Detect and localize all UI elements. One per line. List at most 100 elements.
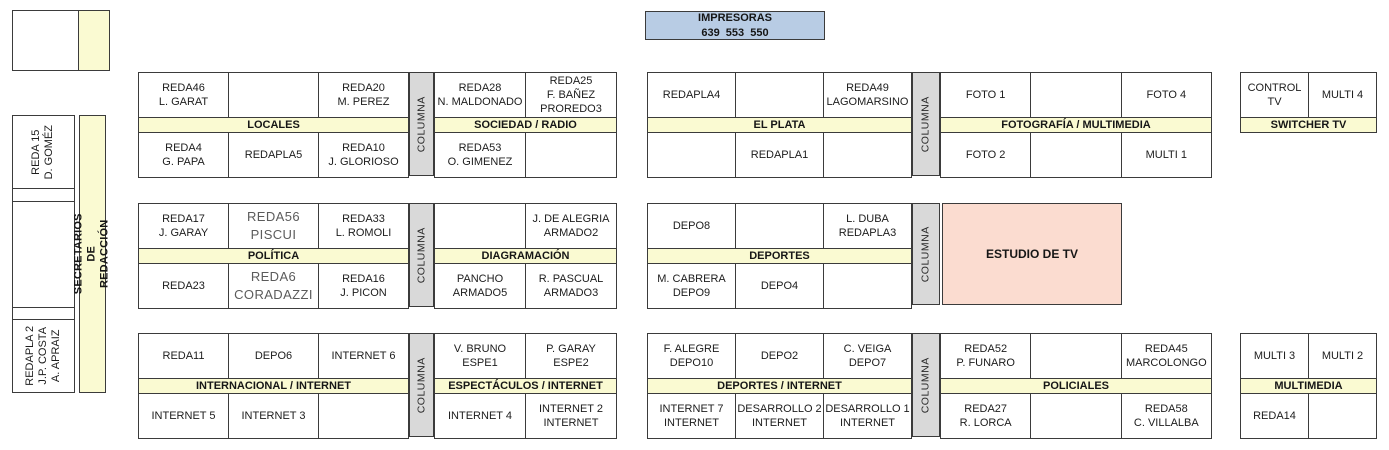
desk-cell: C. VEIGA DEPO7 (823, 334, 911, 378)
desk-cell: FOTO 4 (1120, 73, 1211, 117)
desk-cell: R. PASCUAL ARMADO3 (525, 264, 616, 308)
sidebar-divider-cell (13, 188, 74, 201)
section-band-deportes: DEPORTES (648, 248, 911, 264)
desk-cell: REDA27 R. LORCA (959, 402, 1012, 429)
desk-cell: F. ALEGRE DEPO10 (663, 342, 720, 369)
section-band-locales: LOCALES (139, 117, 408, 133)
desk-cell: MULTI 4 (1308, 73, 1376, 117)
sidebar-desk-blank (13, 201, 74, 307)
desk-row: REDA52 P. FUNARO REDA45 MARCOLONGO (941, 334, 1211, 378)
desk-row: INTERNET 4 INTERNET 2 INTERNET (435, 394, 616, 438)
columna-strip: COLUMNA (912, 203, 940, 305)
desk-cell: INTERNET 5 (151, 409, 216, 422)
estudio-de-tv-label: ESTUDIO DE TV (985, 247, 1078, 261)
desk-cell: L. DUBA REDAPLA3 (823, 204, 911, 248)
sidebar-desk-redapla2-label: REDAPLA 2 J.P. COSTA A. APRAIZ (23, 326, 63, 386)
secretarios-label: SECRETARIOS DE REDACCIÓN (72, 213, 112, 295)
desk-cell: P. GARAY ESPE2 (525, 334, 616, 378)
desk-cell: INTERNET 4 (448, 409, 512, 422)
desk-cell: M. CABRERA DEPO9 (657, 272, 726, 299)
section-band-policiales: POLICIALES (941, 378, 1211, 394)
columna-strip-label: COLUMNA (415, 95, 428, 153)
desk-cell (1030, 394, 1120, 438)
columna-strip: COLUMNA (409, 72, 434, 176)
desk-cell: INTERNET 7 INTERNET (659, 402, 724, 429)
desk-cell: REDA25 F. BAÑEZ PROREDO3 (525, 73, 616, 117)
columna-strip: COLUMNA (409, 203, 434, 307)
desk-row: J. DE ALEGRIA ARMADO2 (435, 204, 616, 248)
desk-cell: REDA4 G. PAPA (162, 141, 205, 168)
desk-cell: DEPO4 (735, 264, 823, 308)
desk-cell: MULTI 2 (1308, 334, 1376, 378)
section-band-multimedia: MULTIMEDIA (1241, 378, 1376, 394)
desk-cell: REDA53 O. GIMENEZ (447, 141, 513, 168)
impresoras-box: IMPRESORAS 639 553 550 (645, 11, 825, 40)
desk-cell (228, 73, 318, 117)
desk-cell: REDA20 M. PEREZ (318, 73, 408, 117)
desk-cell (735, 204, 823, 248)
desk-cell (525, 133, 616, 177)
desk-cell (823, 133, 911, 177)
desk-cell: DEPO6 (228, 334, 318, 378)
desk-cell: INTERNET 6 (318, 334, 408, 378)
section-band-diagramacion: DIAGRAMACIÓN (435, 248, 616, 264)
corner-legend-box (12, 10, 110, 71)
desk-cell: REDAPLA1 (735, 133, 823, 177)
desk-cell: REDA49 LAGOMARSINO (823, 73, 911, 117)
sidebar-desk-reda15: REDA 15 D. GOMÉZ (13, 116, 74, 188)
desk-row: V. BRUNO ESPE1 P. GARAY ESPE2 (435, 334, 616, 378)
desk-cell: REDA14 (1253, 409, 1296, 422)
desk-row: M. CABRERA DEPO9 DEPO4 (648, 264, 911, 308)
desk-cell: DEPO8 (672, 219, 711, 232)
impresoras-title: IMPRESORAS (698, 11, 772, 24)
estudio-de-tv-area: ESTUDIO DE TV (942, 203, 1122, 305)
sidebar-desk-reda15-label: REDA 15 D. GOMÉZ (30, 124, 56, 180)
desk-row: REDAPLA1 (648, 133, 911, 177)
section-band-politica: POLÍTICA (139, 248, 408, 264)
sidebar-desks-column: REDA 15 D. GOMÉZ REDAPLA 2 J.P. COSTA A.… (12, 115, 75, 393)
desk-cell: REDA52 P. FUNARO (956, 342, 1015, 369)
desk-cell: REDAPLA5 (228, 133, 318, 177)
columna-strip: COLUMNA (912, 333, 940, 437)
desk-row: REDA53 O. GIMENEZ (435, 133, 616, 177)
desk-cell (1030, 133, 1120, 177)
desk-cell: DESARROLLO 2 INTERNET (735, 394, 823, 438)
desk-cell: PANCHO ARMADO5 (452, 272, 508, 299)
desk-cell: J. DE ALEGRIA ARMADO2 (525, 204, 616, 248)
desk-cell: V. BRUNO ESPE1 (453, 342, 507, 369)
secretarios-column: SECRETARIOS DE REDACCIÓN (73, 115, 111, 393)
section-band-espectaculos: ESPECTÁCULOS / INTERNET (435, 378, 616, 394)
desk-cell (318, 394, 408, 438)
desk-cell (435, 204, 525, 248)
desk-cell: REDA45 MARCOLONGO (1120, 334, 1211, 378)
desk-cell: INTERNET 2 INTERNET (525, 394, 616, 438)
corner-legend-yellow (77, 11, 109, 70)
section-band-switcher: SWITCHER TV (1241, 117, 1376, 132)
section-band-internacional: INTERNACIONAL / INTERNET (139, 378, 408, 394)
columna-strip-label: COLUMNA (919, 225, 932, 283)
sidebar-desk-redapla2: REDAPLA 2 J.P. COSTA A. APRAIZ (13, 319, 74, 392)
